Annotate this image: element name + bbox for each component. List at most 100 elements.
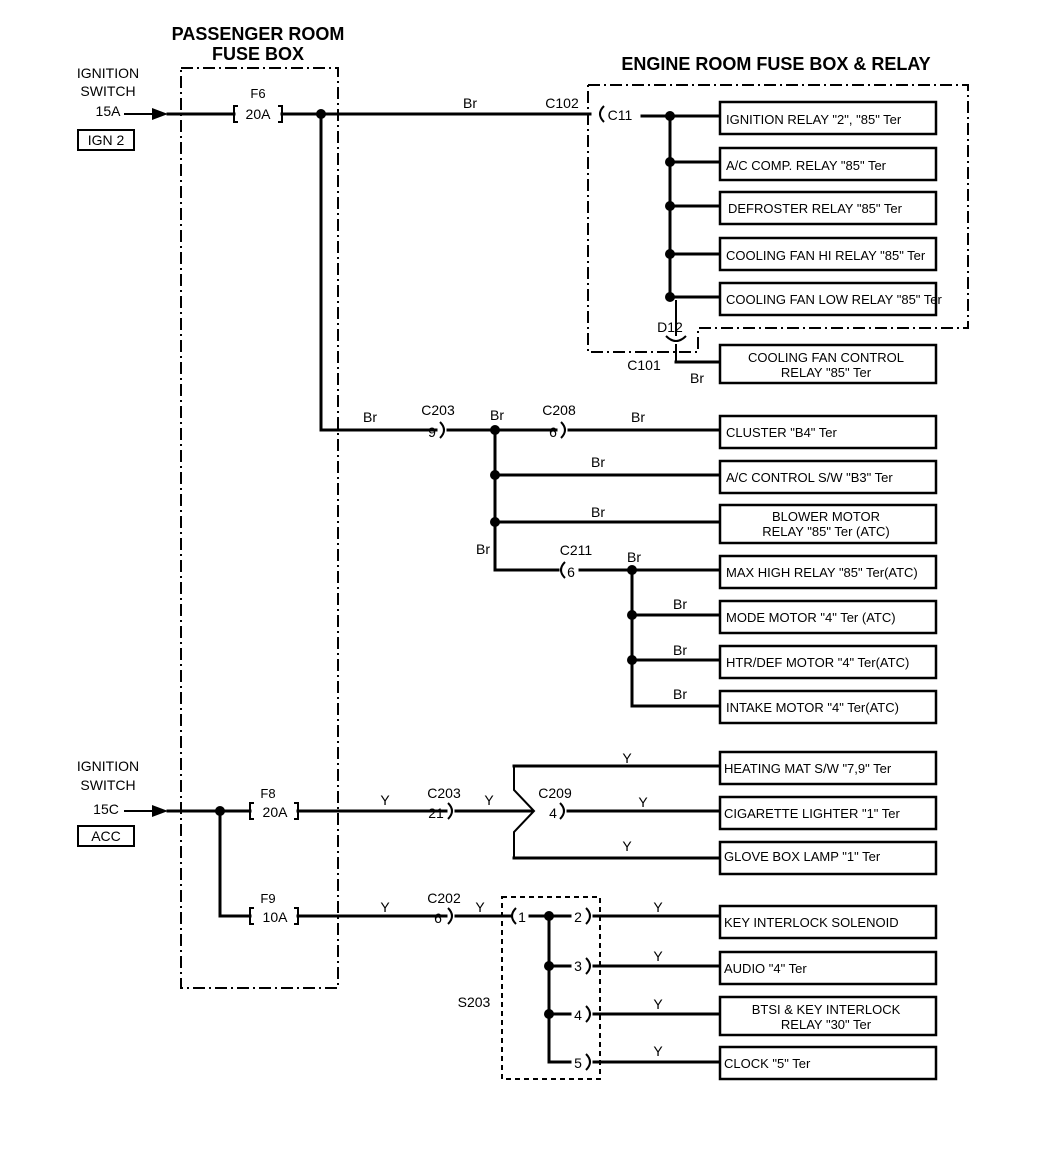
fuse-f6-rating: 20A [246,106,272,122]
load-defroster-relay [718,190,938,226]
s203-pin-3: 3 [574,958,582,974]
load-htr-def-motor [718,644,938,680]
wire-color-br-2: Br [690,370,704,386]
wire-color-br-3: Br [363,409,377,425]
connector-d12-symbol [665,335,687,342]
s203-splice-outline [501,896,601,1080]
wire-color-y-3: Y [622,750,632,766]
connector-c202-pin: 6 [434,910,442,926]
load-ac-comp-relay [718,146,938,182]
wire-color-br-1: Br [463,95,477,111]
wire-color-y-5: Y [622,838,632,854]
passenger-fuse-box-title-line2: FUSE BOX [212,44,304,64]
wire-color-br-10: Br [673,596,687,612]
acc-arrow-head [152,805,168,817]
ign-switch-label-2: SWITCH [80,83,135,99]
load-max-high-relay [718,554,938,590]
connector-c11-symbol [599,105,605,123]
load-btsi-label-2: RELAY "30" Ter [781,1017,872,1032]
connector-c209: C209 [538,785,572,801]
wire-color-br-4: Br [490,407,504,423]
wire-color-y-6: Y [380,899,390,915]
acc-label: ACC [91,828,121,844]
ign-switch-terminal: 15A [96,103,122,119]
s203-pin-5: 5 [574,1055,582,1071]
load-ac-control-switch [718,459,938,495]
acc-box [77,825,135,847]
engine-fuse-box-outline [587,84,969,353]
wire-color-y-4: Y [638,794,648,810]
s203-pin-1: 1 [518,909,526,925]
ign-switch-label-1: IGNITION [77,65,139,81]
connector-c203-b: C203 [427,785,461,801]
load-fan-hi-relay-label: COOLING FAN HI RELAY "85" Ter [726,248,926,263]
connector-c208: C208 [542,402,576,418]
load-clock-label: CLOCK "5" Ter [724,1056,811,1071]
load-ac-control-switch-label: A/C CONTROL S/W "B3" Ter [726,470,893,485]
wire-color-y-11: Y [653,1043,663,1059]
load-cluster-label: CLUSTER "B4" Ter [726,425,838,440]
wire-color-br-9: Br [627,549,641,565]
load-clock [718,1045,938,1081]
fuse-f6-name: F6 [250,86,265,101]
load-btsi-key-interlock-relay [718,995,938,1037]
connector-c101: C101 [627,357,661,373]
load-intake-motor [718,689,938,725]
wire-color-y-8: Y [653,899,663,915]
load-fan-control-relay [718,343,938,385]
wire-color-y-7: Y [475,899,485,915]
wire-color-br-7: Br [591,504,605,520]
load-heating-mat-switch-label: HEATING MAT S/W "7,9" Ter [724,761,892,776]
load-key-interlock-solenoid [718,904,938,940]
wire-color-y-10: Y [653,996,663,1012]
load-fan-low-relay-label: COOLING FAN LOW RELAY "85" Ter [726,292,943,307]
wire-color-y-1: Y [380,792,390,808]
load-audio-label: AUDIO "4" Ter [724,961,807,976]
wire-color-br-12: Br [673,686,687,702]
load-mode-motor [718,599,938,635]
load-ignition-relay-label: IGNITION RELAY "2", "85" Ter [726,112,902,127]
connector-c208-pin: 6 [549,424,557,440]
connector-c203-a: C203 [421,402,455,418]
ign2-label: IGN 2 [88,132,125,148]
ign2-box [77,129,135,151]
load-cigarette-lighter-label: CIGARETTE LIGHTER "1" Ter [724,806,901,821]
load-glove-box-lamp [718,840,938,876]
connector-d12: D12 [657,319,683,335]
fuse-f8-rating: 20A [263,804,289,820]
load-cigarette-lighter [718,795,938,831]
wire-color-y-9: Y [653,948,663,964]
connector-c102: C102 [545,95,579,111]
load-mode-motor-label: MODE MOTOR "4" Ter (ATC) [726,610,896,625]
load-blower-motor-relay-label-2: RELAY "85" Ter (ATC) [762,524,889,539]
wire-color-br-11: Br [673,642,687,658]
fuse-f9-rating: 10A [263,909,289,925]
connector-c211: C211 [560,542,593,558]
acc-switch-terminal: 15C [93,801,119,817]
load-audio [718,950,938,986]
load-fan-low-relay [718,281,938,317]
connector-c11: C11 [608,107,633,123]
load-btsi-label-1: BTSI & KEY INTERLOCK [752,1002,901,1017]
acc-switch-label-1: IGNITION [77,758,139,774]
c209-split [513,766,536,858]
fuse-f8-bracket-left [249,802,254,820]
acc-switch-label-2: SWITCH [80,777,135,793]
load-glove-box-lamp-label: GLOVE BOX LAMP "1" Ter [724,849,881,864]
connector-c209-pin: 4 [549,805,557,821]
load-fan-control-relay-label-2: RELAY "85" Ter [781,365,872,380]
load-ac-comp-relay-label: A/C COMP. RELAY "85" Ter [726,158,887,173]
wire-color-y-2: Y [484,792,494,808]
wire-color-br-8: Br [476,541,490,557]
wire-color-br-6: Br [591,454,605,470]
load-htr-def-motor-label: HTR/DEF MOTOR "4" Ter(ATC) [726,655,909,670]
connector-c203-b-pin: 21 [428,805,444,821]
fuse-f9-bracket-left [249,907,254,925]
load-blower-motor-relay-label-1: BLOWER MOTOR [772,509,880,524]
ign-arrow-head [152,108,168,120]
load-intake-motor-label: INTAKE MOTOR "4" Ter(ATC) [726,700,899,715]
fuse-f8-name: F8 [260,786,275,801]
s203-pin-2: 2 [574,909,582,925]
fuse-f9-name: F9 [260,891,275,906]
